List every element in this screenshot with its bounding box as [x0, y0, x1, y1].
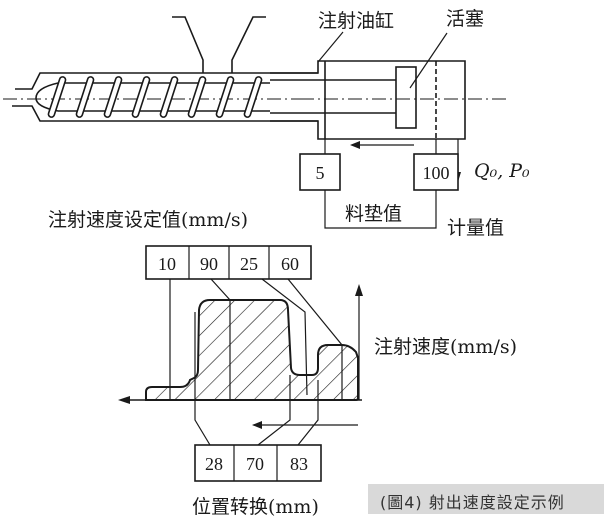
- injection-cylinder: [270, 60, 510, 140]
- position-setting-cell: 70: [246, 454, 264, 474]
- position-axis: [118, 396, 362, 404]
- position-setting-table: 28 70 83: [194, 444, 322, 482]
- position-leaders: [194, 312, 319, 446]
- piston-label: 活塞: [446, 8, 485, 30]
- cylinder-leader: [317, 31, 344, 63]
- metering-box: [413, 153, 459, 191]
- injection-speed-label: 注射速度(mm/s): [374, 336, 518, 358]
- metering-value: 100: [423, 163, 450, 183]
- speed-setting-cell: 90: [200, 254, 218, 274]
- cushion-box: [299, 153, 341, 191]
- speed-leaders: [169, 278, 343, 400]
- injection-cylinder-label: 注射油缸: [318, 10, 395, 32]
- position-arrow: [252, 421, 358, 429]
- figure-caption-text: (圖4) 射出速度設定示例: [380, 493, 565, 512]
- screw-flights: [47, 76, 263, 118]
- cushion-value: 5: [316, 163, 325, 183]
- speed-profile: [145, 299, 359, 401]
- retract-arrow: [350, 141, 414, 149]
- speed-setting-cell: 60: [281, 254, 299, 274]
- speed-setting-cell: 10: [158, 254, 176, 274]
- metering-value-label: 计量值: [447, 217, 505, 239]
- position-switch-label: 位置转换(mm): [192, 496, 319, 518]
- speed-setting-table: 10 90 25 60: [145, 245, 312, 280]
- cushion-value-label: 料垫值: [345, 203, 403, 225]
- speed-setting-label: 注射速度设定值(mm/s): [48, 209, 249, 231]
- speed-axis: [355, 284, 363, 400]
- q-p-label: Q₀, P₀: [474, 160, 530, 182]
- position-setting-cell: 83: [290, 454, 308, 474]
- piston-leader: [409, 32, 448, 89]
- position-setting-cell: 28: [205, 454, 223, 474]
- speed-setting-cell: 25: [240, 254, 258, 274]
- figure-caption: (圖4) 射出速度設定示例: [368, 484, 604, 514]
- hopper: [172, 16, 266, 73]
